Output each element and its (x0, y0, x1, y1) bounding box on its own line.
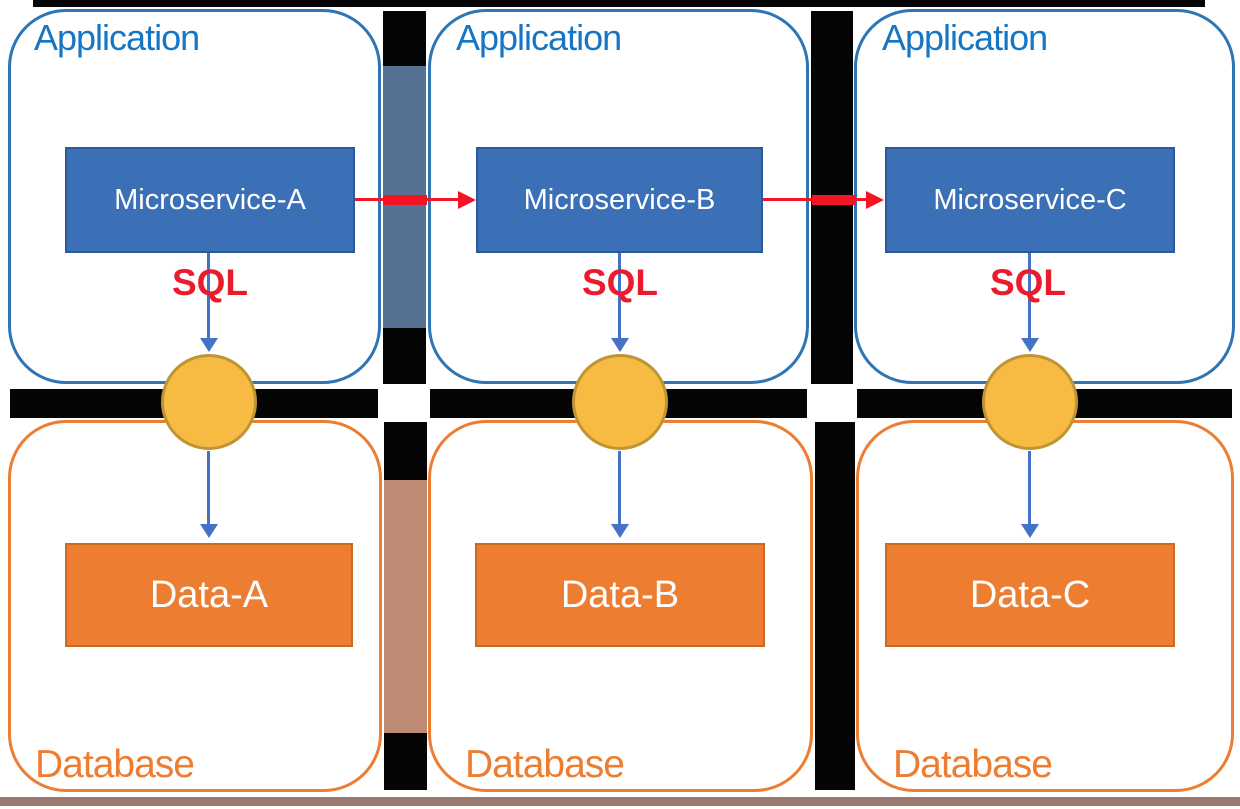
db-connection-circle-c (982, 354, 1078, 450)
database-label-c: Database (893, 743, 1053, 786)
db-connection-circle-a (161, 354, 257, 450)
service-call-arrow-b-to-c-head (866, 191, 884, 209)
db-arrowhead-b (611, 524, 629, 538)
sql-arrowhead-c (1021, 338, 1039, 352)
db-gap-salmon-bar (384, 480, 427, 733)
application-label-b: Application (456, 17, 622, 58)
sql-arrowhead-b (611, 338, 629, 352)
sql-label-b: SQL (581, 262, 659, 303)
data-a-box: Data-A (65, 543, 353, 647)
db-arrow-line-c (1028, 451, 1031, 524)
db-arrow-line-b (618, 451, 621, 524)
bottom-edge-artifact-strip (0, 797, 1240, 806)
data-c-box: Data-C (885, 543, 1175, 647)
sql-label-a: SQL (171, 262, 249, 303)
microservice-b-box: Microservice-B (476, 147, 763, 253)
sql-arrow-line-c (1028, 253, 1031, 338)
db-arrowhead-a (200, 524, 218, 538)
data-b-box: Data-B (475, 543, 765, 647)
microservice-c-box: Microservice-C (885, 147, 1175, 253)
microservice-a-box: Microservice-A (65, 147, 355, 253)
db-arrowhead-c (1021, 524, 1039, 538)
sql-arrow-line-b (618, 253, 621, 338)
top-edge-artifact-strip (33, 0, 1205, 7)
service-call-arrow-a-to-b-head (458, 191, 476, 209)
sql-label-c: SQL (989, 262, 1067, 303)
sql-arrow-line-a (207, 253, 210, 338)
db-gap-artifact-2 (815, 422, 855, 790)
database-label-b: Database (465, 743, 625, 786)
application-label-c: Application (882, 17, 1048, 58)
database-label-a: Database (35, 743, 195, 786)
db-arrow-line-a (207, 451, 210, 524)
sql-arrowhead-a (200, 338, 218, 352)
service-call-arrow-a-to-b-thick (383, 195, 427, 205)
db-connection-circle-b (572, 354, 668, 450)
application-label-a: Application (34, 17, 200, 58)
service-call-arrow-b-to-c-thick (812, 195, 856, 205)
